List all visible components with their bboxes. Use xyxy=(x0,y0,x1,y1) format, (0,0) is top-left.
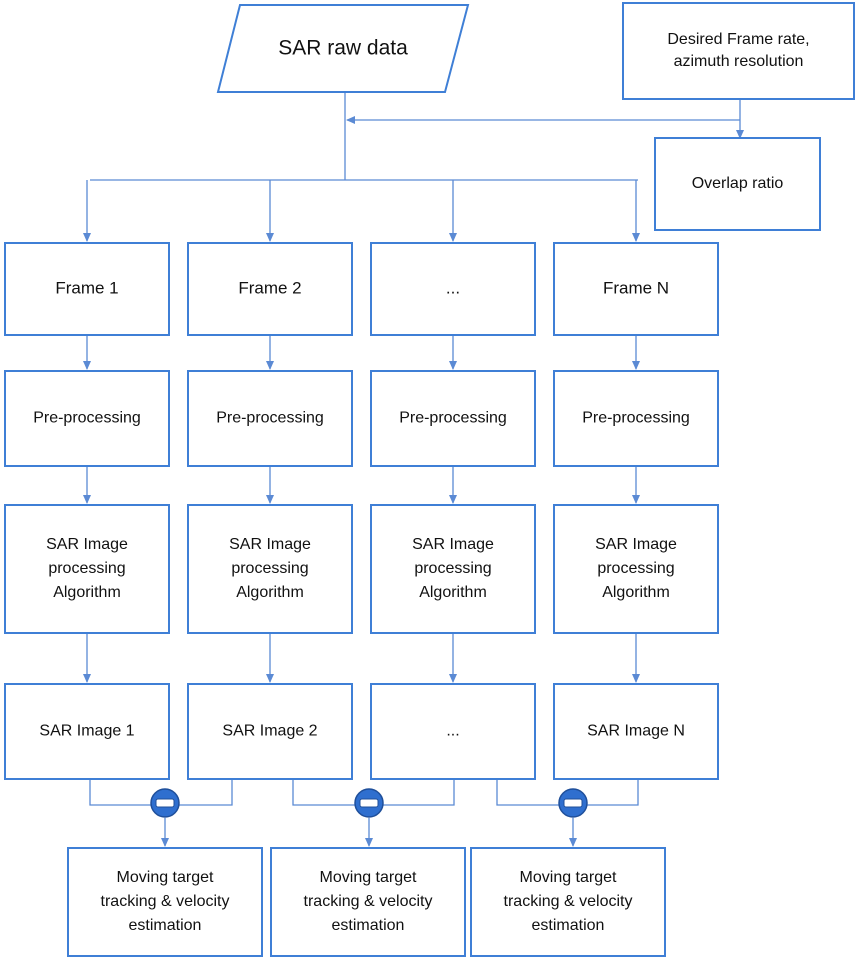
sar-raw-data-label-line-1: SAR raw data xyxy=(278,37,408,60)
frame-box-3: ... xyxy=(370,242,536,336)
moving-target-box-1-border xyxy=(67,847,263,957)
algorithm-box-3-label-line-3: Algorithm xyxy=(419,584,487,601)
minus-bar xyxy=(155,798,175,808)
minus-circle-icon xyxy=(558,788,588,818)
frame-box-4: Frame N xyxy=(553,242,719,336)
moving-target-box-3: Moving target tracking & velocity estimati… xyxy=(470,847,666,957)
frame-box-4-label-line-1: Frame N xyxy=(603,278,669,297)
preprocessing-box-4-border xyxy=(553,370,719,467)
preprocessing-box-4-label-line-1: Pre-processing xyxy=(582,410,690,427)
algorithm-box-1-label-line-2: processing xyxy=(48,560,125,577)
algorithm-box-4-border xyxy=(553,504,719,634)
algorithm-box-3-border xyxy=(370,504,536,634)
moving-target-box-1: Moving target tracking & velocity estimati… xyxy=(67,847,263,957)
preprocessing-box-1-border xyxy=(4,370,170,467)
frame-box-2-border xyxy=(187,242,353,336)
preprocessing-box-2-border xyxy=(187,370,353,467)
preprocessing-box-3: Pre-processing xyxy=(370,370,536,467)
frame-box-2: Frame 2 xyxy=(187,242,353,336)
moving-target-box-1-label-line-1: Moving target xyxy=(117,869,214,886)
preprocessing-box-3-label-line-1: Pre-processing xyxy=(399,410,507,427)
minus-circle-icon xyxy=(150,788,180,818)
frame-box-4-border xyxy=(553,242,719,336)
sar-image-box-2: SAR Image 2 xyxy=(187,683,353,780)
frame-box-3-border xyxy=(370,242,536,336)
algorithm-box-4-label-line-2: processing xyxy=(597,560,674,577)
moving-target-box-3-label-line-2: tracking & velocity xyxy=(504,893,633,910)
moving-target-box-2-label-line-2: tracking & velocity xyxy=(304,893,433,910)
moving-target-box-2-label-line-3: estimation xyxy=(332,917,405,934)
algorithm-box-2-label-line-3: Algorithm xyxy=(236,584,304,601)
algorithm-box-4-label-line-3: Algorithm xyxy=(602,584,670,601)
preprocessing-box-1: Pre-processing xyxy=(4,370,170,467)
overlap-ratio-box: Overlap ratio xyxy=(654,137,821,231)
frame-rate-resolution-box-border xyxy=(622,2,855,100)
algorithm-box-1-label-line-3: Algorithm xyxy=(53,584,121,601)
frame-box-2-label-line-1: Frame 2 xyxy=(238,278,301,297)
algorithm-box-2-label-line-2: processing xyxy=(231,560,308,577)
overlap-ratio-box-label-line-1: Overlap ratio xyxy=(692,175,784,192)
algorithm-box-1-border xyxy=(4,504,170,634)
algorithm-box-1-label-line-1: SAR Image xyxy=(46,536,128,553)
sar-image-box-2-label-line-1: SAR Image 2 xyxy=(222,723,317,740)
sar-image-box-4: SAR Image N xyxy=(553,683,719,780)
sar-raw-data-node: SAR raw data xyxy=(216,4,470,93)
sar-image-box-2-border xyxy=(187,683,353,780)
algorithm-box-3-label-line-1: SAR Image xyxy=(412,536,494,553)
preprocessing-box-2: Pre-processing xyxy=(187,370,353,467)
moving-target-box-3-border xyxy=(470,847,666,957)
sar-image-box-1-label-line-1: SAR Image 1 xyxy=(39,723,134,740)
algorithm-box-3-label-line-2: processing xyxy=(414,560,491,577)
algorithm-box-2-border xyxy=(187,504,353,634)
preprocessing-box-2-label-line-1: Pre-processing xyxy=(216,410,324,427)
preprocessing-box-1-label-line-1: Pre-processing xyxy=(33,410,141,427)
minus-bar xyxy=(563,798,583,808)
preprocessing-box-4: Pre-processing xyxy=(553,370,719,467)
preprocessing-box-3-border xyxy=(370,370,536,467)
sar-raw-data-border xyxy=(216,4,470,93)
sar-image-box-4-border xyxy=(553,683,719,780)
sar-image-box-1: SAR Image 1 xyxy=(4,683,170,780)
moving-target-box-2: Moving target tracking & velocity estimati… xyxy=(270,847,466,957)
moving-target-box-1-label-line-3: estimation xyxy=(129,917,202,934)
algorithm-box-4-label-line-1: SAR Image xyxy=(595,536,677,553)
moving-target-box-3-label-line-1: Moving target xyxy=(520,869,617,886)
overlap-ratio-box-border xyxy=(654,137,821,231)
frame-rate-resolution-box-label-line-1: Desired Frame rate, xyxy=(667,31,809,48)
sar-image-box-4-label-line-1: SAR Image N xyxy=(587,723,685,740)
frame-rate-resolution-box-label-line-2: azimuth resolution xyxy=(674,53,804,70)
frame-box-1: Frame 1 xyxy=(4,242,170,336)
minus-bar xyxy=(359,798,379,808)
moving-target-box-1-label-line-2: tracking & velocity xyxy=(101,893,230,910)
sar-image-box-3-label-line-1: ... xyxy=(446,723,459,740)
sar-image-box-1-border xyxy=(4,683,170,780)
moving-target-box-3-label-line-3: estimation xyxy=(532,917,605,934)
frame-box-1-label-line-1: Frame 1 xyxy=(55,278,118,297)
algorithm-box-2-label-line-1: SAR Image xyxy=(229,536,311,553)
moving-target-box-2-label-line-1: Moving target xyxy=(320,869,417,886)
moving-target-box-2-border xyxy=(270,847,466,957)
frame-box-1-border xyxy=(4,242,170,336)
sar-image-box-3-border xyxy=(370,683,536,780)
sar-image-box-3: ... xyxy=(370,683,536,780)
minus-circle-icon xyxy=(354,788,384,818)
frame-box-3-label-line-1: ... xyxy=(446,278,460,297)
frame-rate-resolution-box: Desired Frame rate, azimuth resolution xyxy=(622,2,855,100)
